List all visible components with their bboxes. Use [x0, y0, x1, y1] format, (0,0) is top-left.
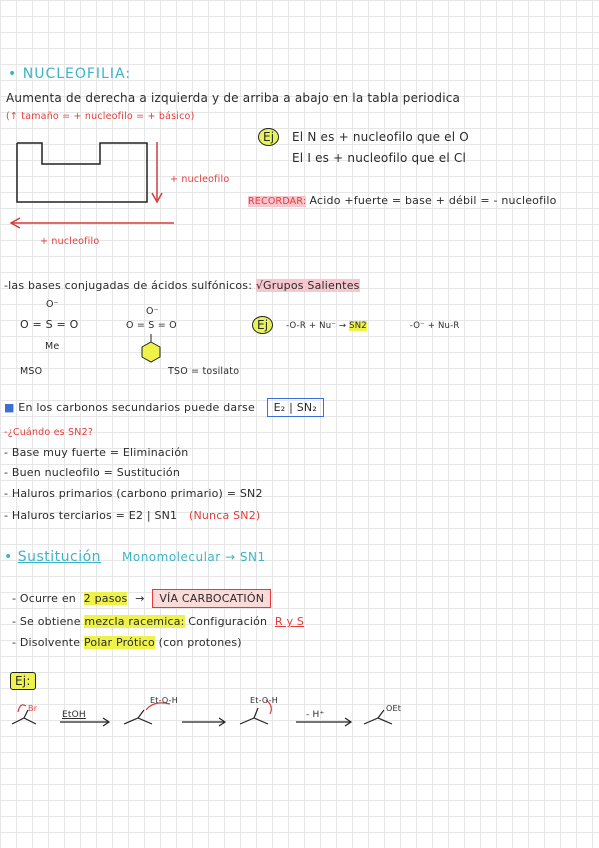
sulfonicos-text: -las bases conjugadas de ácidos sulfónic…	[4, 279, 253, 292]
e2-sn2-box: E₂ | SN₂	[266, 398, 324, 417]
p1-text: - Ocurre en	[12, 592, 76, 605]
section-title-nucleofilia: • NUCLEOFILIA:	[8, 66, 131, 82]
sn1-title-line: • Sustitución Monomolecular → SN1	[4, 549, 266, 565]
mechanism-badge: Ej:	[10, 672, 36, 690]
mso-formula: O = S = O	[20, 318, 79, 331]
benzene-ring-icon	[141, 334, 161, 363]
recordar-text: Acido +fuerte = base + débil = - nucleof…	[309, 194, 557, 207]
p2-highlight: mezcla racemica:	[84, 615, 185, 628]
periodic-table-sketch	[16, 142, 148, 203]
example-badge-circle: Ej	[258, 128, 280, 146]
arrow-down-label: + nucleofilo	[170, 174, 230, 185]
rule-3: - Haluros primarios (carbono primario) =…	[4, 487, 263, 500]
ethanol-intermediate: Et-O-H	[150, 696, 178, 705]
recordar-line: RECORDAR: Acido +fuerte = base + débil =…	[248, 194, 557, 207]
recordar-label: RECORDAR:	[248, 196, 307, 207]
mso-top: O⁻	[46, 299, 59, 310]
reaction-left: -O-R + Nu⁻ →	[286, 321, 347, 331]
mechanism-badge-label: Ej:	[10, 672, 36, 690]
secundarios-line: ■ En los carbonos secundarios puede dars…	[4, 398, 324, 417]
sn1-point-2: - Se obtiene mezcla racemica: Configurac…	[12, 615, 304, 628]
mso-label: MSO	[20, 366, 43, 377]
ethanol-reagent: EtOH	[62, 710, 86, 720]
rule-1: - Base muy fuerte = Eliminación	[4, 446, 189, 459]
reaction-reagent: SN2	[349, 321, 367, 331]
sn1-subtitle: Monomolecular → SN1	[122, 550, 266, 564]
p3-post: (con protones)	[158, 636, 242, 649]
p2-post: Configuración	[188, 615, 268, 628]
nucleofilia-line2: (↑ tamaño = + nucleofilo = + básico)	[6, 111, 195, 122]
arrow-left-label: + nucleofilo	[40, 236, 100, 247]
substrate-molecule	[11, 704, 37, 725]
rule-4: - Haluros terciarios = E2 | SN1 (Nunca S…	[4, 509, 260, 522]
p1-box: VÍA CARBOCATIÓN	[152, 589, 272, 608]
mso-sub: Me	[45, 341, 60, 352]
bullet-icon: •	[8, 66, 18, 82]
carbocation-molecule	[123, 702, 171, 725]
example-line1: El N es + nucleofilo que el O	[292, 130, 469, 144]
p3-highlight: Polar Prótico	[83, 636, 155, 649]
tso-formula: O = S = O	[126, 320, 177, 331]
sulfonicos-badge-circle: Ej	[252, 316, 274, 334]
sulfonicos-example-badge: Ej	[252, 316, 274, 334]
sn1-point-1: - Ocurre en 2 pasos → VÍA CARBOCATIÓN	[12, 589, 272, 608]
oxonium-label: Et-O-H	[250, 696, 278, 705]
sn1-title: Sustitución	[17, 549, 102, 565]
bullet-icon: •	[4, 549, 13, 565]
secundarios-text: En los carbonos secundarios puede darse	[18, 401, 255, 414]
rule-2: - Buen nucleofilo = Sustitución	[4, 466, 181, 479]
ether-product-molecule	[363, 709, 393, 725]
deprotonation-label: - H⁺	[306, 710, 325, 720]
sn1-point-3: - Disolvente Polar Prótico (con protones…	[12, 636, 242, 649]
square-bullet-icon: ■	[4, 401, 15, 414]
example-badge: Ej	[258, 128, 280, 146]
sulfonicos-highlight: √Grupos Salientes	[255, 279, 360, 292]
rule-4-note: (Nunca SN2)	[188, 509, 261, 522]
bromide-label: Br	[28, 704, 38, 713]
sulfonicos-reaction: -O-R + Nu⁻ → SN2 -O⁻ + Nu-R	[286, 321, 460, 331]
sulfonicos-line: -las bases conjugadas de ácidos sulfónic…	[4, 279, 360, 292]
nucleofilia-line1: Aumenta de derecha a izquierda y de arri…	[6, 91, 461, 105]
p2-pre: - Se obtiene	[12, 615, 81, 628]
mechanism-diagram	[11, 699, 393, 727]
p2-rs: R y S	[274, 615, 305, 628]
arrow-down-icon	[151, 142, 163, 204]
tso-label: TSO = tosilato	[168, 366, 240, 377]
sn2-question: -¿Cuándo es SN2?	[4, 427, 94, 438]
p1-highlight: 2 pasos	[83, 592, 128, 605]
arrow-left-icon	[9, 217, 174, 229]
p3-pre: - Disolvente	[12, 636, 81, 649]
oxonium-molecule	[239, 699, 272, 725]
tso-top: O⁻	[146, 306, 159, 317]
example-line2: El I es + nucleofilo que el Cl	[292, 151, 466, 165]
title-text: NUCLEOFILIA:	[22, 66, 132, 82]
p1-arrow: →	[135, 592, 145, 605]
product-label: OEt	[386, 704, 402, 713]
reaction-product: -O⁻ + Nu-R	[409, 321, 460, 331]
rule-4-text: - Haluros terciarios = E2 | SN1	[4, 509, 178, 522]
